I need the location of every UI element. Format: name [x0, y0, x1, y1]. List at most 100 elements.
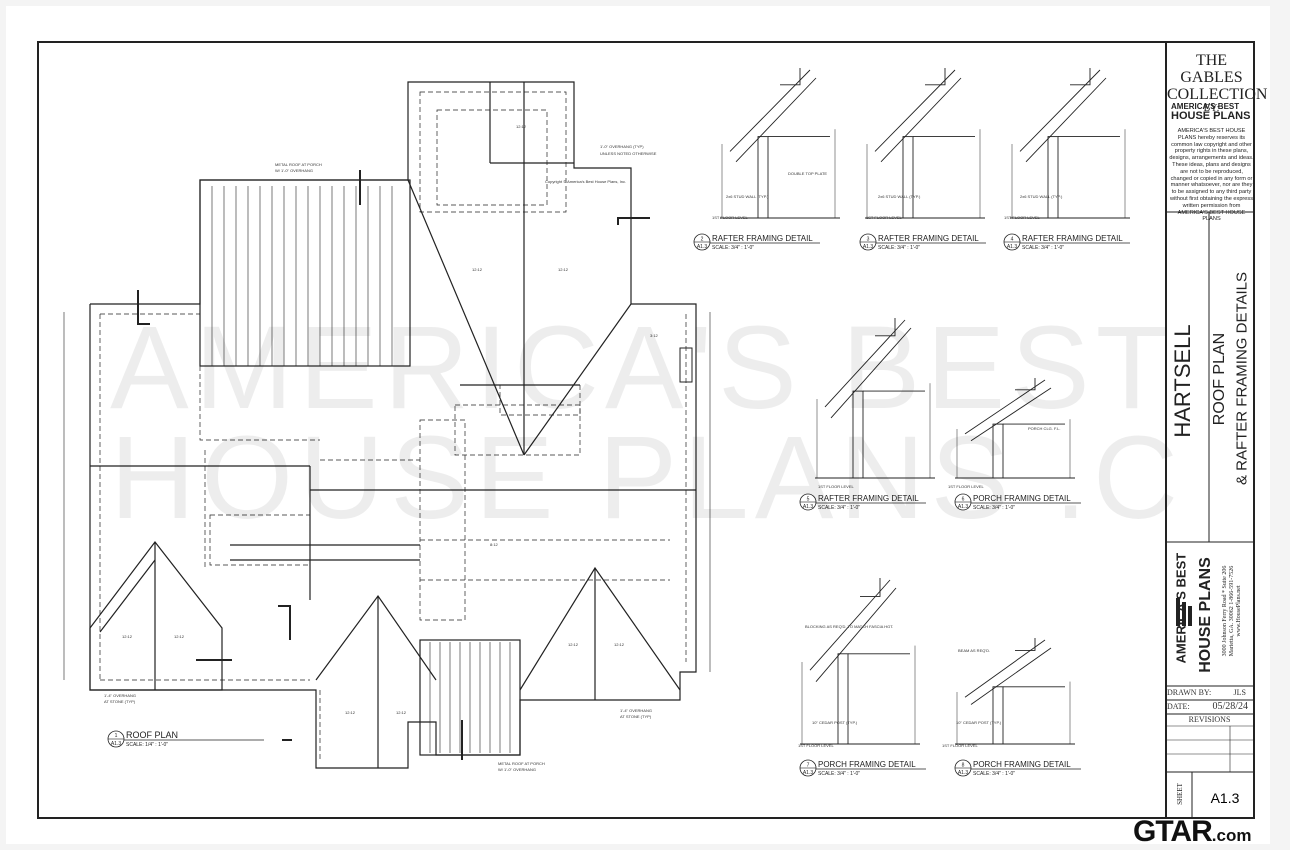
detail-scale: SCALE: 3/4" : 1'-0": [973, 505, 1015, 511]
detail-scale: SCALE: 3/4" : 1'-0": [1022, 245, 1064, 251]
detail-caption-6: 6A1.3 PORCH FRAMING DETAIL SCALE: 3/4" : 1…: [954, 493, 1081, 511]
detail-scale: SCALE: 3/4" : 1'-0": [878, 245, 920, 251]
collection-by: BY:: [1203, 103, 1220, 114]
pitch-label-2: 12:12: [558, 267, 569, 272]
note-stone-left: 1'-4" OVERHANG: [104, 693, 136, 698]
detail-note-11: BEAM AS REQ'D.: [958, 648, 990, 653]
collection-name: THE GABLES COLLECTION BY:: [1167, 52, 1267, 114]
detail-number: 5: [807, 497, 810, 503]
logo-line-1: AMERICA'S BEST: [1173, 552, 1189, 664]
watermark-line-1: AMERICA'S BEST: [110, 302, 1174, 434]
detail-sketch-3: [865, 68, 985, 219]
revisions-label: REVISIONS: [1188, 715, 1231, 724]
detail-sketch-8: [955, 638, 1075, 745]
detail-title: RAFTER FRAMING DETAIL: [712, 234, 813, 243]
gtar-watermark: GTAR.com: [1133, 815, 1251, 849]
detail-title: RAFTER FRAMING DETAIL: [818, 494, 919, 503]
detail-sketch-7: [800, 578, 920, 745]
address-line-3: www.HousePlans.net: [1236, 585, 1242, 637]
pitch-label-5: 12:12: [174, 634, 185, 639]
pitch-label-4: 12:12: [122, 634, 133, 639]
gtar-suffix: .com: [1211, 826, 1252, 845]
detail-sheet-ref: A1.3: [697, 244, 708, 250]
drawn-by-label: DRAWN BY:: [1167, 688, 1212, 697]
plan-name: HARTSELL: [1170, 324, 1195, 438]
sheet-label: SHEET: [1176, 783, 1184, 805]
detail-number: 2: [701, 237, 704, 243]
sheet-border: [37, 41, 1255, 819]
detail-sheet-ref: A1.3: [803, 770, 814, 776]
detail-note-0: 2x6 STUD WALL (TYP.): [726, 194, 769, 199]
logo-line-2: HOUSE PLANS: [1197, 557, 1214, 673]
detail-title: RAFTER FRAMING DETAIL: [878, 234, 979, 243]
title-block: THE GABLES COLLECTION BY: AMERICA'S BEST…: [1165, 42, 1267, 818]
pitch-label-9: 12:12: [614, 642, 625, 647]
company-name-line-1: AMERICA'S BEST: [1171, 102, 1240, 111]
roof-plan-title: ROOF PLAN: [126, 730, 178, 740]
note-copyright: Copyright © America's Best House Plans, …: [545, 179, 626, 184]
detail-note-10: BLOCKING AS REQ'D. TO MATCH FASCIA HGT.: [805, 624, 893, 629]
detail-sheet-ref: A1.3: [958, 504, 969, 510]
note-metal-roof-top-2: W/ 1'-0" OVERHANG: [275, 168, 313, 173]
detail-number: 7: [807, 763, 810, 769]
roof-plan-title-block: 1 A1.3 ROOF PLAN SCALE: 1/4" : 1'-0": [107, 730, 264, 748]
detail-scale: SCALE: 3/4" : 1'-0": [712, 245, 754, 251]
pitch-label-11: 8:12: [490, 542, 499, 547]
detail-sheet-ref: A1.3: [863, 244, 874, 250]
roof-plan-number: 1: [115, 733, 118, 739]
detail-note-6: 1ST FLOOR LEVEL: [818, 484, 854, 489]
date-label: DATE:: [1167, 702, 1190, 711]
note-stone-right-2: AT STONE (TYP): [620, 714, 652, 719]
note-metal-roof-bottom: METAL ROOF AT PORCH: [498, 761, 545, 766]
detail-scale: SCALE: 3/4" : 1'-0": [818, 771, 860, 777]
detail-title: PORCH FRAMING DETAIL: [818, 760, 916, 769]
detail-note-12: 10" CEDAR POST (TYP.): [812, 720, 858, 725]
drawn-by-value: JLS: [1233, 688, 1246, 697]
detail-note-14: DOUBLE TOP PLATE: [788, 171, 827, 176]
detail-sketches: [720, 68, 1130, 745]
sheet-number: A1.3: [1210, 790, 1240, 806]
address-line-1: 3000 Johnson Ferry Road * Suite 206: [1222, 565, 1228, 657]
pitch-label-3: 12:12: [516, 124, 527, 129]
detail-sketch-6: [955, 378, 1075, 479]
gtar-main: GTAR: [1133, 815, 1213, 848]
note-metal-roof-top: METAL ROOF AT PORCH: [275, 162, 322, 167]
title-block-lines: [1165, 211, 1254, 818]
roof-plan: [63, 81, 711, 769]
revisions-row: REVISIONS: [1165, 715, 1254, 724]
sheet-title-2: & RAFTER FRAMING DETAILS: [1233, 271, 1251, 486]
pitch-label-7: 12:12: [396, 710, 407, 715]
detail-sheet-ref: A1.3: [1007, 244, 1018, 250]
collection-line-2: COLLECTION: [1167, 86, 1268, 103]
detail-note-13: 10" CEDAR POST (TYP.): [956, 720, 1002, 725]
detail-sketch-5: [815, 318, 935, 479]
detail-note-1: 1ST FLOOR LEVEL: [712, 215, 748, 220]
note-overhang: 1'-0" OVERHANG (TYP): [600, 144, 644, 149]
detail-note-9: 1ST FLOOR LEVEL: [942, 743, 978, 748]
detail-number: 6: [962, 497, 965, 503]
company-logo-mark: [1176, 598, 1192, 626]
detail-sketch-2: [720, 68, 840, 219]
detail-scale: SCALE: 3/4" : 1'-0": [818, 505, 860, 511]
note-overhang-2: UNLESS NOTED OTHERWISE: [600, 151, 657, 156]
note-stone-left-2: AT STONE (TYP): [104, 699, 136, 704]
note-metal-roof-bottom-2: W/ 1'-0" OVERHANG: [498, 767, 536, 772]
pitch-label-1: 12:12: [472, 267, 483, 272]
pitch-label-10: 3:12: [650, 333, 659, 338]
detail-note-2: 2x6 STUD WALL (TYP.): [878, 194, 921, 199]
detail-note-8: 1ST FLOOR LEVEL: [798, 743, 834, 748]
address-line-2: Marietta, GA. 30062 1-866-591-7526: [1229, 565, 1235, 657]
collection-line-1: THE GABLES: [1180, 52, 1243, 86]
watermark-line-2: HOUSE PLANS .C: [110, 412, 1185, 544]
sheet-title-1: ROOF PLAN: [1211, 332, 1228, 426]
detail-title: PORCH FRAMING DETAIL: [973, 494, 1071, 503]
detail-title: PORCH FRAMING DETAIL: [973, 760, 1071, 769]
note-stone-right: 1'-4" OVERHANG: [620, 708, 652, 713]
